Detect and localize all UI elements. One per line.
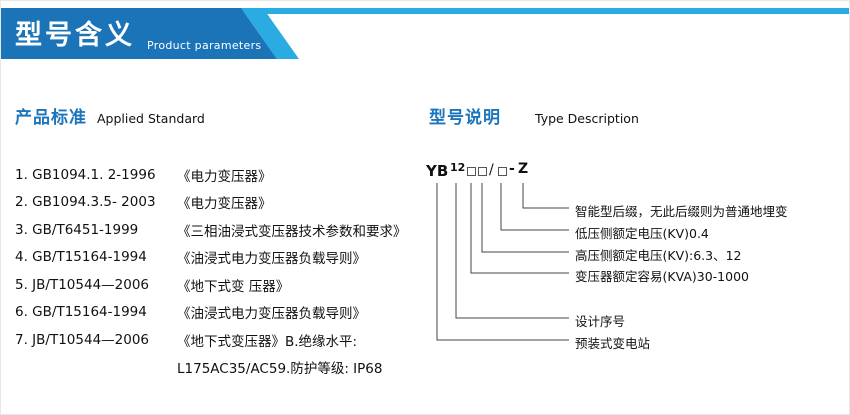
standards-heading-cn: 产品标准 bbox=[15, 108, 87, 128]
connector-design-no bbox=[455, 183, 569, 319]
standard-item-continuation: L175AC35/AC59.防护等级: IP68 bbox=[15, 354, 420, 382]
standard-title: 《地下式变 压器》 bbox=[177, 278, 290, 295]
model-label-hv: 高压侧额定电压(KV):6.3、12 bbox=[575, 248, 742, 263]
connector-suffix bbox=[522, 183, 569, 209]
banner-ribbon-graphic bbox=[1, 8, 849, 59]
standard-item: 5. JB/T10544—2006 《地下式变 压器》 bbox=[15, 271, 420, 299]
connector-prefix bbox=[436, 183, 569, 341]
page-title: 型号含义 bbox=[15, 20, 135, 51]
standard-code: 6. GB/T15164-1994 bbox=[15, 304, 147, 321]
standard-title: 《电力变压器》 bbox=[177, 196, 272, 213]
standards-heading-en: Applied Standard bbox=[97, 111, 205, 126]
standards-list: 1. GB1094.1. 2-1996 《电力变压器》 2. GB1094.3.… bbox=[15, 161, 420, 381]
model-connector-lines bbox=[436, 183, 569, 341]
lv-placeholder-box-icon bbox=[498, 167, 507, 176]
connector-hv-box bbox=[481, 183, 569, 253]
standard-code: 3. GB/T6451-1999 bbox=[15, 221, 139, 238]
connector-lv-box bbox=[500, 183, 569, 231]
type-desc-section-heading: 型号说明 Type Description bbox=[429, 103, 639, 128]
connector-capacity-box bbox=[470, 183, 569, 274]
standard-code: 5. JB/T10544—2006 bbox=[15, 276, 150, 293]
banner-top-stripe bbox=[1, 8, 849, 14]
banner-dark-ribbon bbox=[1, 8, 277, 59]
standard-code: 4. GB/T15164-1994 bbox=[15, 249, 147, 266]
hv-placeholder-box-icon bbox=[478, 167, 487, 176]
model-design-number: 12 bbox=[450, 161, 466, 174]
model-label-design-no: 设计序号 bbox=[575, 314, 626, 329]
standard-title: 《电力变压器》 bbox=[177, 168, 272, 185]
model-prefix: YB bbox=[426, 162, 449, 180]
standard-title: 《地下式变压器》B.绝缘水平: bbox=[177, 333, 358, 350]
standard-continuation-text: L175AC35/AC59.防护等级: IP68 bbox=[177, 361, 383, 378]
model-slash: / bbox=[489, 162, 494, 178]
model-label-prefix: 预装式变电站 bbox=[575, 336, 651, 351]
standard-code: 2. GB1094.3.5- 2003 bbox=[15, 194, 156, 211]
type-desc-heading-cn: 型号说明 bbox=[429, 108, 501, 128]
standard-code: 7. JB/T10544—2006 bbox=[15, 331, 150, 348]
standard-title: 《油浸式电力变压器负载导则》 bbox=[177, 306, 366, 323]
page-subtitle: Product parameters bbox=[147, 39, 262, 52]
model-suffix: Z bbox=[518, 161, 529, 177]
standard-item: 2. GB1094.3.5- 2003 《电力变压器》 bbox=[15, 189, 420, 217]
standard-item: 6. GB/T15164-1994 《油浸式电力变压器负载导则》 bbox=[15, 299, 420, 327]
standard-item: 1. GB1094.1. 2-1996 《电力变压器》 bbox=[15, 161, 420, 189]
model-label-capacity: 变压器额定容易(KVA)30-1000 bbox=[575, 269, 749, 284]
banner-accent-band bbox=[241, 8, 299, 59]
type-desc-heading-en: Type Description bbox=[535, 111, 639, 126]
capacity-placeholder-box-icon bbox=[467, 167, 476, 176]
model-dash: - bbox=[509, 161, 515, 177]
standard-title: 《三相油浸式变压器技术参数和要求》 bbox=[177, 223, 407, 240]
standards-section-heading: 产品标准 Applied Standard bbox=[15, 103, 205, 128]
standard-item: 4. GB/T15164-1994 《油浸式电力变压器负载导则》 bbox=[15, 244, 420, 272]
standard-item: 7. JB/T10544—2006 《地下式变压器》B.绝缘水平: bbox=[15, 326, 420, 354]
model-label-lv: 低压侧额定电压(KV)0.4 bbox=[575, 226, 709, 241]
model-label-suffix: 智能型后缀，无此后缀则为普通地埋变 bbox=[575, 204, 788, 219]
standard-item: 3. GB/T6451-1999 《三相油浸式变压器技术参数和要求》 bbox=[15, 216, 420, 244]
banner: 型号含义 Product parameters bbox=[1, 1, 849, 63]
standard-code: 1. GB1094.1. 2-1996 bbox=[15, 166, 156, 183]
standard-title: 《油浸式电力变压器负载导则》 bbox=[177, 251, 366, 268]
